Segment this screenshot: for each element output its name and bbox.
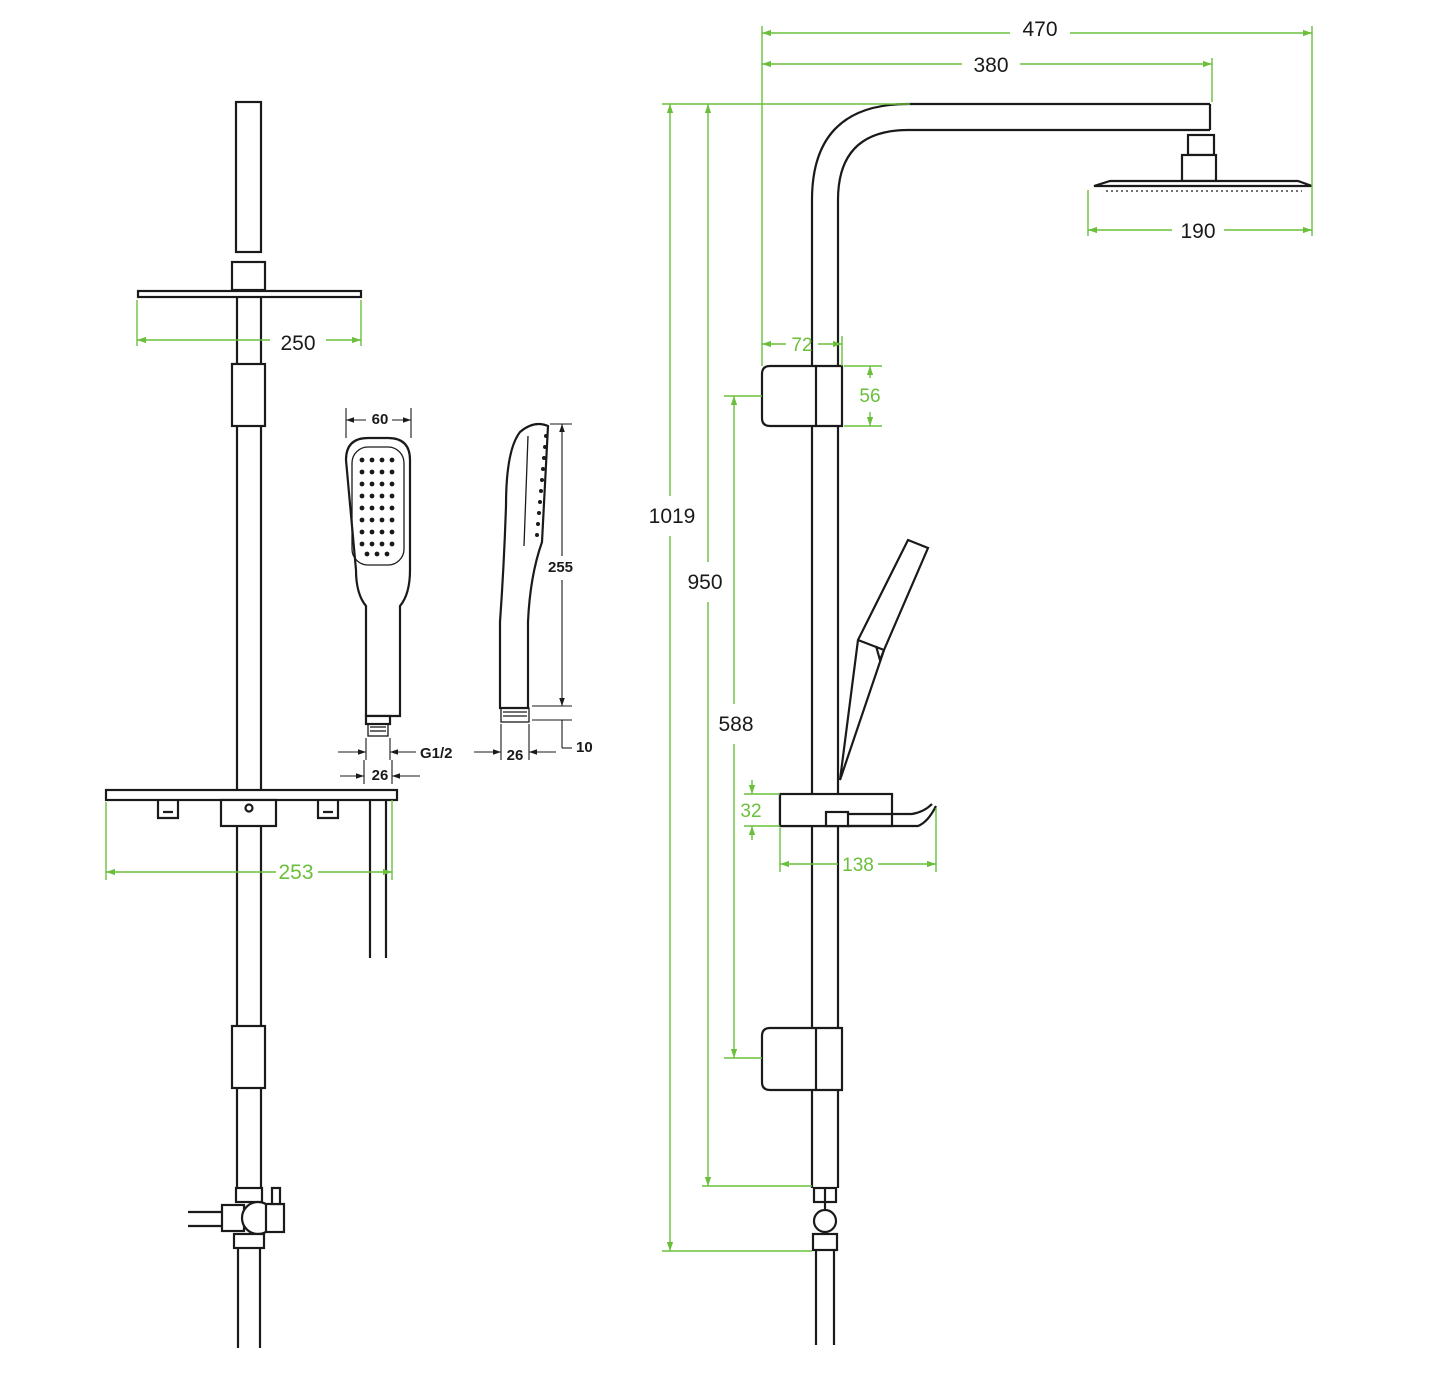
dim-total-height: 1019	[649, 505, 696, 528]
dim-connector-width-front: 26	[372, 767, 389, 784]
dim-total-reach: 470	[1022, 18, 1057, 41]
dim-hand-length: 255	[548, 559, 573, 576]
dim-hand-head-width: 60	[372, 411, 389, 428]
dim-bracket-spacing: 588	[718, 713, 753, 736]
dim-bracket-offset: 72	[791, 335, 812, 356]
side-view: 470 380 190 1019 950 588 72	[649, 18, 1313, 1345]
dim-rail-height: 950	[687, 571, 722, 594]
dim-holder-depth: 138	[842, 855, 874, 876]
dim-nut-height: 10	[576, 739, 593, 756]
spray-nozzles	[359, 457, 395, 557]
dim-arm-reach: 380	[973, 54, 1008, 77]
dim-connector-width-side: 26	[507, 747, 524, 764]
dim-holder-height: 32	[740, 801, 761, 822]
dim-shelf-width: 253	[278, 861, 313, 884]
dim-connector-thread: G1/2	[420, 745, 453, 762]
side-nozzles	[535, 434, 548, 537]
dim-overhead-width: 250	[280, 332, 315, 355]
dim-bracket-height: 56	[859, 386, 880, 407]
hand-shower-side: 255 10 26	[474, 422, 593, 764]
dim-head-diameter: 190	[1180, 220, 1215, 243]
front-view: 250 253	[104, 100, 399, 1348]
hand-shower-front: 60 G1/2 26	[338, 408, 453, 784]
